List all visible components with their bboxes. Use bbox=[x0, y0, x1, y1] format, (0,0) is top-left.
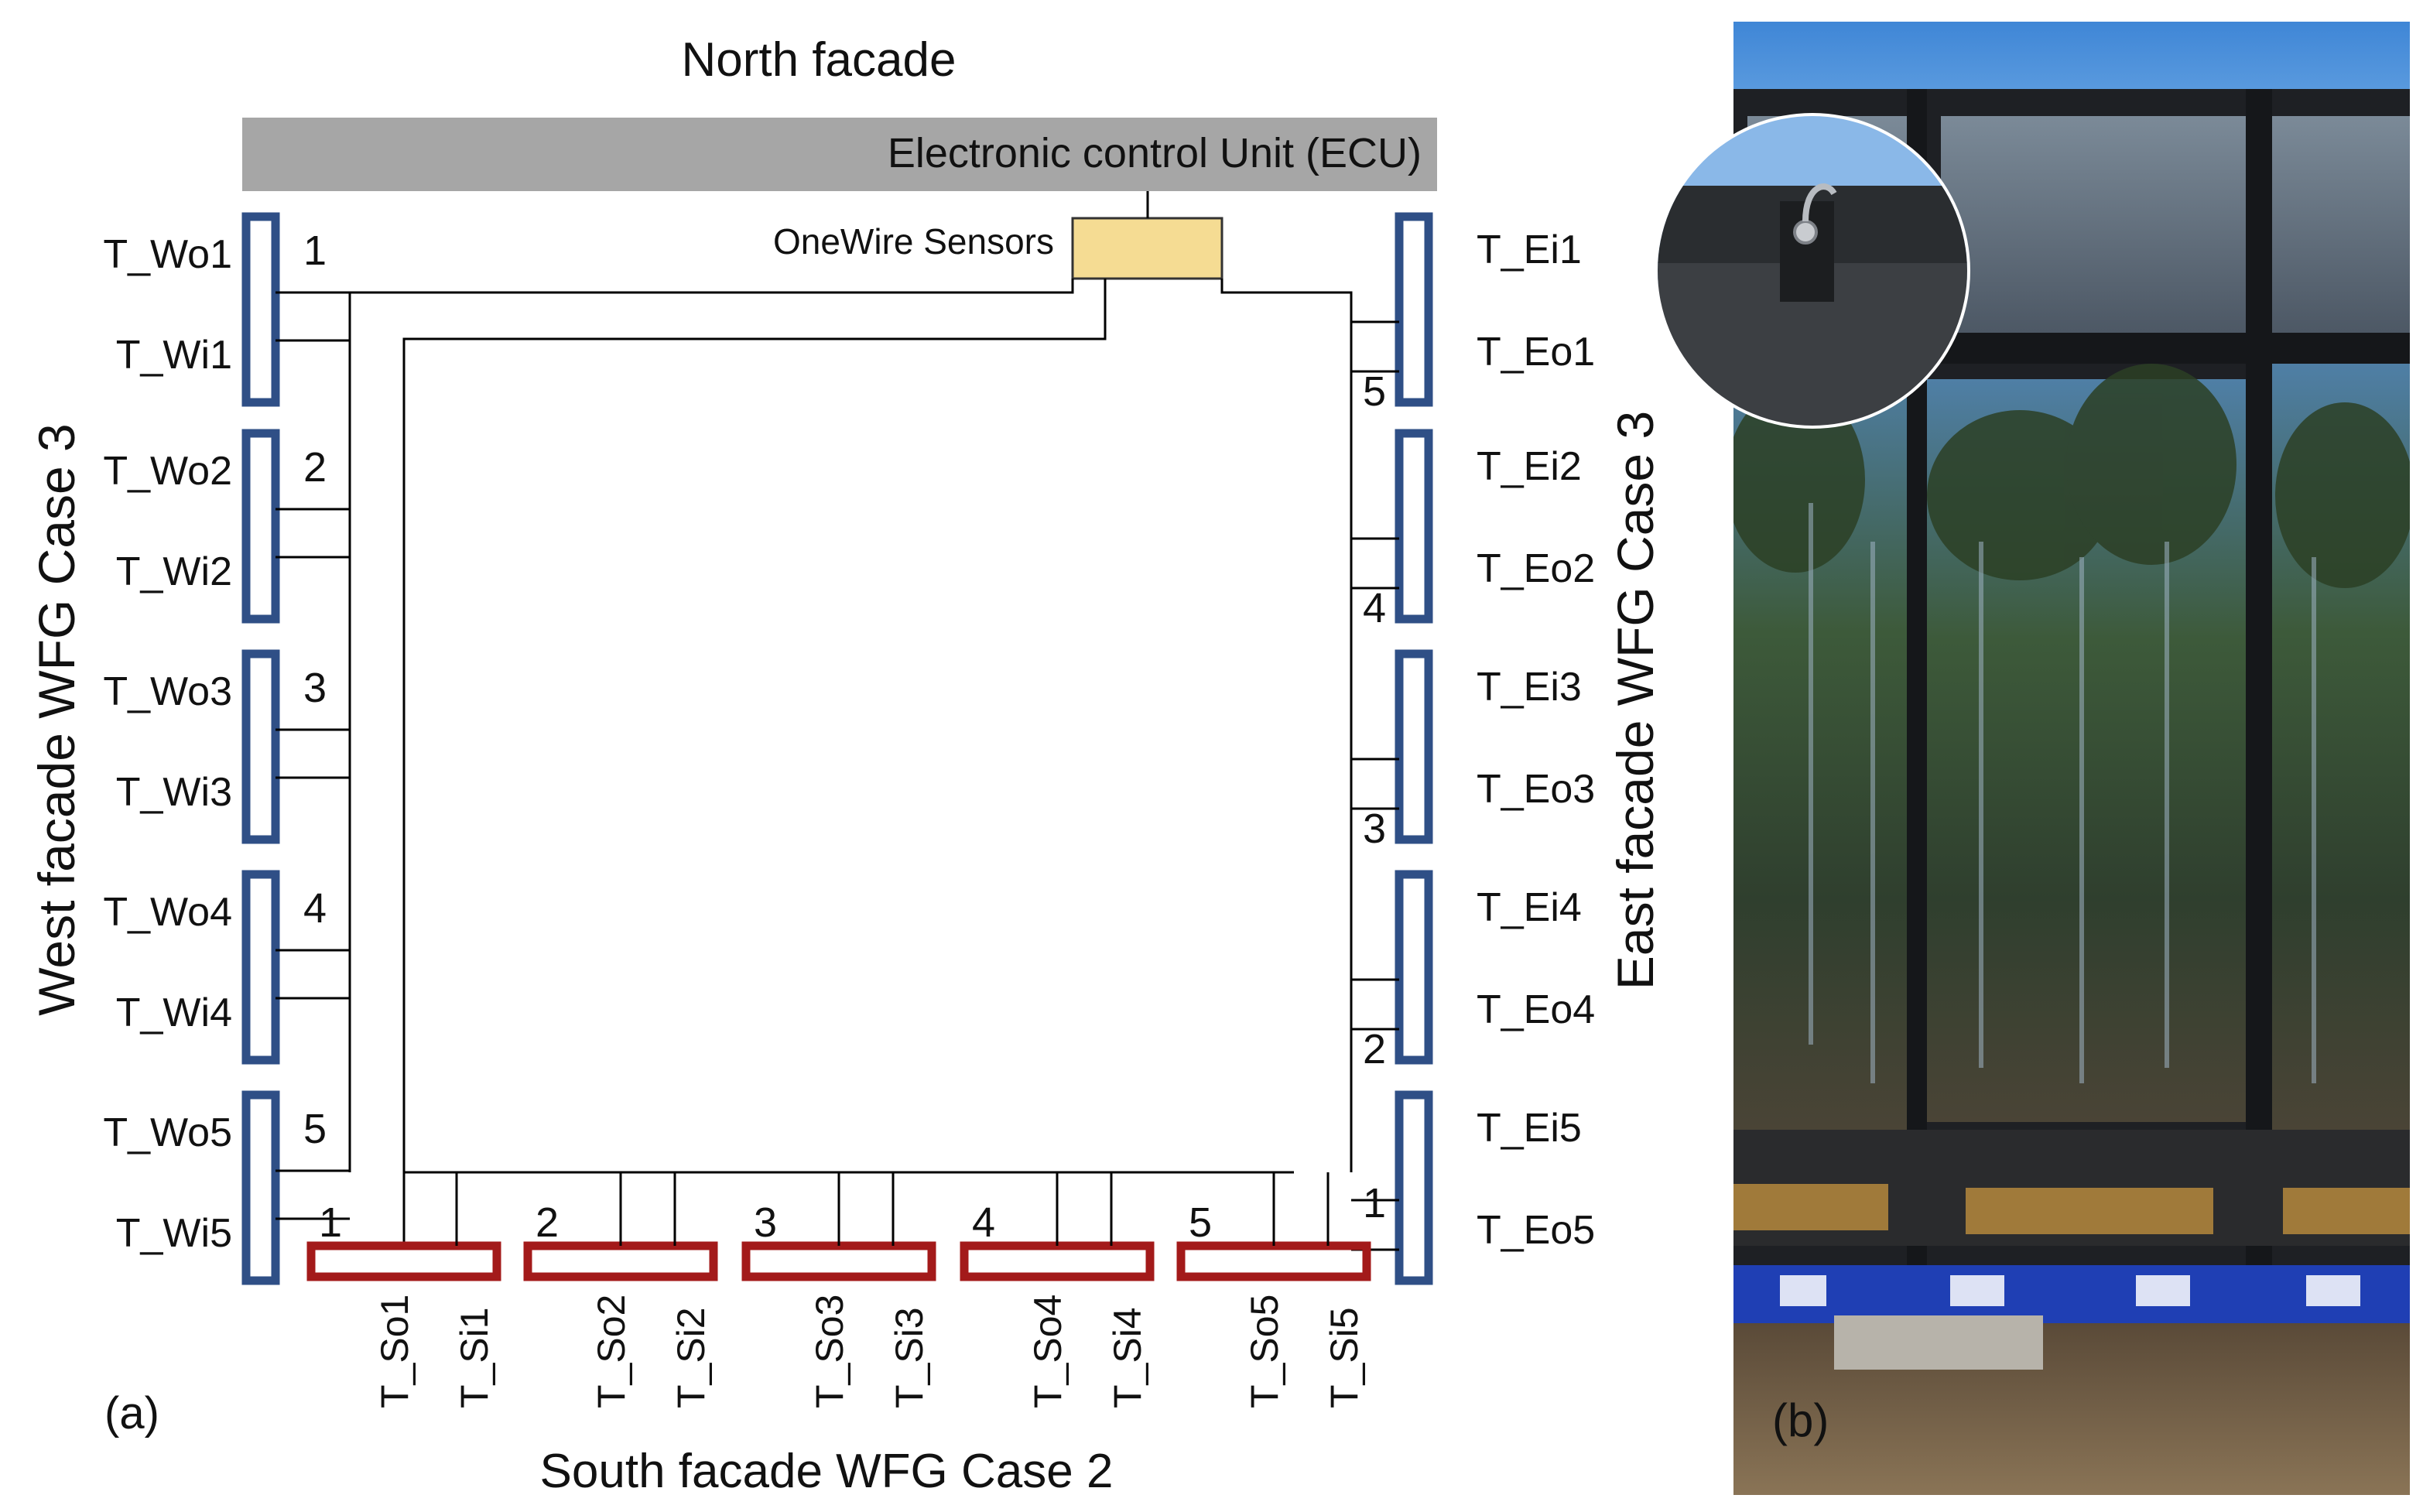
south-panel-number-4: 4 bbox=[972, 1199, 995, 1246]
east-lower-sensor-label-4: T_Eo4 bbox=[1477, 987, 1595, 1032]
west-outer-sensor-label-3: T_Wo3 bbox=[103, 669, 232, 714]
east-upper-sensor-label-3: T_Ei3 bbox=[1477, 665, 1582, 710]
onewire-sensor-box bbox=[1071, 217, 1223, 280]
west-inner-sensor-label-4: T_Wi4 bbox=[116, 990, 232, 1035]
east-lower-sensor-label-2: T_Eo2 bbox=[1477, 546, 1595, 591]
west-panel-number-5: 5 bbox=[303, 1106, 327, 1152]
east-facade-label: East facade WFG Case 3 bbox=[1607, 411, 1664, 990]
south-inner-sensor-label-4: T_Si4 bbox=[1106, 1307, 1149, 1408]
west-panel-5 bbox=[241, 1090, 280, 1285]
east-lower-sensor-label-1: T_Eo1 bbox=[1477, 330, 1595, 375]
west-facade-label: West facade WFG Case 3 bbox=[28, 423, 85, 1015]
south-panel-3 bbox=[741, 1241, 936, 1281]
south-panel-number-1: 1 bbox=[319, 1199, 342, 1246]
south-panel-number-2: 2 bbox=[536, 1199, 559, 1246]
photo-membrane-strip bbox=[1733, 1265, 2410, 1323]
east-panel-1 bbox=[1395, 212, 1433, 407]
east-upper-sensor-label-1: T_Ei1 bbox=[1477, 227, 1582, 272]
south-outer-sensor-label-5: T_So5 bbox=[1243, 1295, 1286, 1408]
south-outer-sensor-label-1: T_So1 bbox=[373, 1295, 416, 1408]
west-inner-sensor-label-3: T_Wi3 bbox=[116, 770, 232, 815]
east-panel-number-4: 2 bbox=[1363, 1026, 1386, 1072]
wiring-diagram: North facade Electronic control Unit (EC… bbox=[28, 33, 1664, 1498]
west-inner-sensor-label-2: T_Wi2 bbox=[116, 549, 232, 594]
south-inner-sensor-label-5: T_Si5 bbox=[1323, 1307, 1366, 1408]
onewire-sensor-label: OneWire Sensors bbox=[773, 221, 1054, 262]
east-panel-number-2: 4 bbox=[1363, 585, 1386, 631]
south-inner-sensor-label-2: T_Si2 bbox=[669, 1307, 713, 1408]
south-panel-number-3: 3 bbox=[754, 1199, 777, 1246]
east-upper-sensor-label-4: T_Ei4 bbox=[1477, 885, 1582, 930]
east-lower-sensor-label-5: T_Eo5 bbox=[1477, 1208, 1595, 1253]
south-facade-label: South facade WFG Case 2 bbox=[540, 1445, 1114, 1498]
east-panel-2 bbox=[1395, 429, 1433, 624]
panel-label-b: (b) bbox=[1772, 1394, 1829, 1446]
panel-label-a: (a) bbox=[104, 1388, 159, 1438]
east-panel-3 bbox=[1395, 649, 1433, 844]
west-outer-sensor-label-4: T_Wo4 bbox=[103, 890, 232, 935]
west-outer-sensor-label-5: T_Wo5 bbox=[103, 1110, 232, 1155]
ecu-bar bbox=[242, 118, 1437, 191]
west-panel-number-1: 1 bbox=[303, 227, 327, 274]
south-outer-sensor-label-3: T_So3 bbox=[808, 1295, 851, 1408]
west-panel-3 bbox=[241, 649, 280, 844]
south-outer-sensor-label-2: T_So2 bbox=[590, 1295, 633, 1408]
wiring bbox=[275, 191, 1353, 1246]
south-panel-1 bbox=[306, 1241, 501, 1281]
east-upper-sensor-label-2: T_Ei2 bbox=[1477, 444, 1582, 489]
south-panel-number-5: 5 bbox=[1189, 1199, 1212, 1246]
east-panel-number-1: 5 bbox=[1363, 368, 1386, 415]
south-inner-sensor-label-3: T_Si3 bbox=[888, 1307, 931, 1408]
north-facade-label: North facade bbox=[682, 33, 957, 87]
facade-photo: (b) bbox=[1655, 22, 2410, 1495]
west-panel-2 bbox=[241, 429, 280, 624]
east-panel-5 bbox=[1395, 1090, 1433, 1285]
west-inner-sensor-label-5: T_Wi5 bbox=[116, 1211, 232, 1256]
west-panel-1 bbox=[241, 212, 280, 407]
east-panel-number-5: 1 bbox=[1363, 1180, 1386, 1226]
south-panel-4 bbox=[960, 1241, 1155, 1281]
east-panel-4 bbox=[1395, 870, 1433, 1065]
west-outer-sensor-label-1: T_Wo1 bbox=[103, 232, 232, 277]
south-outer-sensor-label-4: T_So4 bbox=[1026, 1295, 1069, 1408]
west-outer-sensor-label-2: T_Wo2 bbox=[103, 449, 232, 494]
west-panel-number-4: 4 bbox=[303, 885, 327, 932]
west-panel-number-3: 3 bbox=[303, 665, 327, 711]
west-panel-4 bbox=[241, 870, 280, 1065]
south-inner-sensor-label-1: T_Si1 bbox=[453, 1307, 496, 1408]
ecu-label: Electronic control Unit (ECU) bbox=[888, 130, 1422, 176]
south-panel-2 bbox=[523, 1241, 718, 1281]
east-upper-sensor-label-5: T_Ei5 bbox=[1477, 1106, 1582, 1151]
west-inner-sensor-label-1: T_Wi1 bbox=[116, 333, 232, 378]
east-lower-sensor-label-3: T_Eo3 bbox=[1477, 767, 1595, 812]
west-panel-number-2: 2 bbox=[303, 444, 327, 491]
south-panel-5 bbox=[1176, 1241, 1371, 1281]
east-panel-number-3: 3 bbox=[1363, 806, 1386, 852]
